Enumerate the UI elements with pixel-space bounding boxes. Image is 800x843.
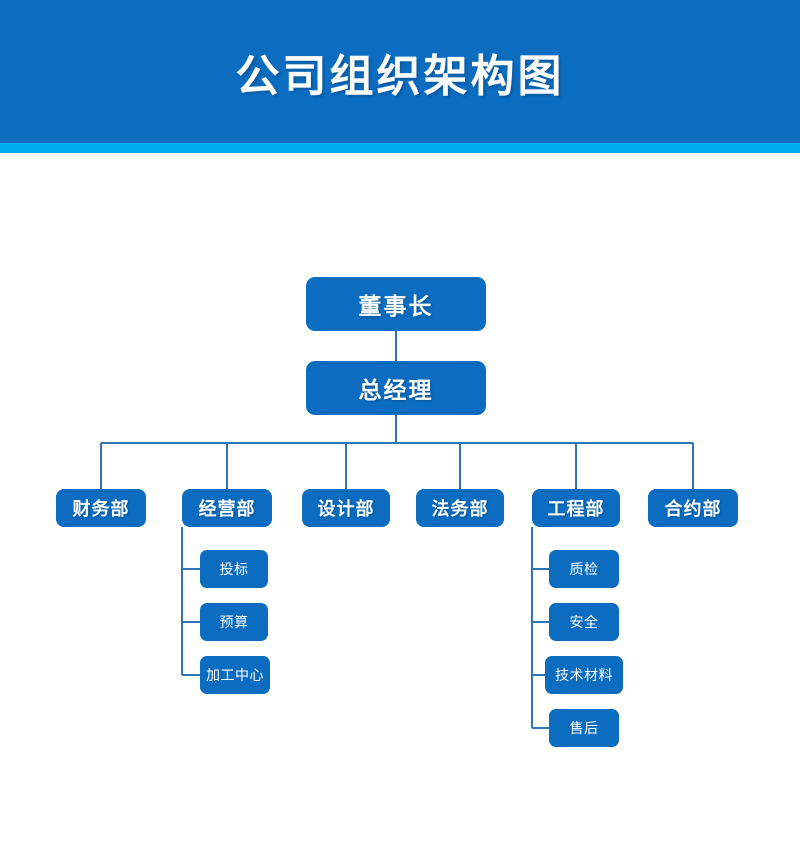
org-node-legal[interactable]: 法务部 — [416, 489, 504, 527]
org-node-finance[interactable]: 财务部 — [56, 489, 146, 527]
connector-lines — [100, 331, 694, 729]
org-node-contract[interactable]: 合约部 — [648, 489, 738, 527]
org-node-engineering[interactable]: 工程部 — [532, 489, 620, 527]
header-band — [0, 0, 800, 143]
org-node-label: 安全 — [569, 615, 599, 631]
org-node-operations[interactable]: 经营部 — [182, 489, 272, 527]
org-node-label: 工程部 — [547, 499, 605, 520]
page-title: 公司组织架构图 — [235, 50, 565, 102]
header-accent-strip — [0, 143, 800, 153]
org-chart-canvas: 董事长总经理财务部 经营部 设计部 法务部 工程部 合约部投标预算加工中心 质检安全技术材料… — [0, 153, 800, 843]
org-node-label: 总经理 — [358, 378, 434, 404]
org-node-label: 财务部 — [72, 499, 130, 520]
org-node-machining[interactable]: 加工中心 — [200, 656, 270, 694]
org-node-gm[interactable]: 总经理 — [306, 361, 486, 415]
org-node-label: 合约部 — [664, 499, 722, 520]
org-node-safety[interactable]: 安全 — [549, 603, 619, 641]
org-node-label: 质检 — [569, 562, 599, 578]
org-node-label: 加工中心 — [206, 668, 264, 684]
org-node-label: 投标 — [219, 562, 249, 578]
org-node-qc[interactable]: 质检 — [549, 550, 619, 588]
org-node-bidding[interactable]: 投标 — [200, 550, 268, 588]
org-node-aftersales[interactable]: 售后 — [549, 709, 619, 747]
org-node-label: 经营部 — [198, 499, 256, 520]
org-node-label: 设计部 — [317, 499, 375, 520]
org-node-budget[interactable]: 预算 — [200, 603, 268, 641]
org-node-label: 售后 — [569, 721, 599, 737]
org-node-label: 预算 — [219, 615, 249, 631]
org-node-design[interactable]: 设计部 — [302, 489, 390, 527]
org-node-chairman[interactable]: 董事长 — [306, 277, 486, 331]
org-node-tech-mat[interactable]: 技术材料 — [545, 656, 623, 694]
org-node-label: 董事长 — [358, 294, 434, 320]
org-node-label: 法务部 — [431, 499, 489, 520]
org-node-label: 技术材料 — [555, 668, 613, 684]
